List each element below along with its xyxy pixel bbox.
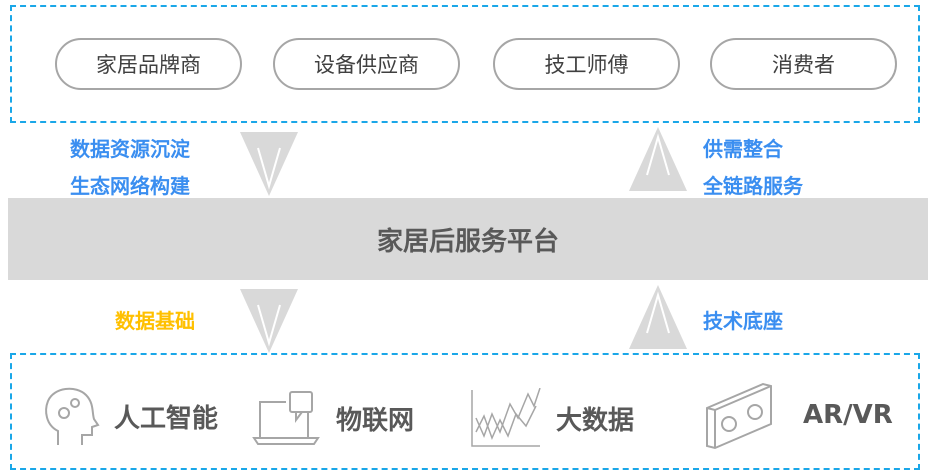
tech-label: AR/VR xyxy=(803,400,893,430)
head-gears-icon xyxy=(45,387,100,445)
stakeholder-pill: 技工师傅 xyxy=(493,38,680,90)
platform-band: 家居后服务平台 xyxy=(8,198,928,280)
label-supply-demand: 供需整合 xyxy=(703,137,783,161)
down-arrow-icon xyxy=(240,132,298,196)
label-data-foundation: 数据基础 xyxy=(115,309,195,333)
tech-label: 物联网 xyxy=(336,405,415,436)
technology-box xyxy=(10,353,920,470)
line-chart-icon xyxy=(471,388,541,447)
label-tech-base: 技术底座 xyxy=(703,309,783,333)
stakeholder-pill: 消费者 xyxy=(710,38,897,90)
tech-ai: 人工智能 xyxy=(42,385,218,447)
down-arrow-icon xyxy=(240,289,298,353)
tech-label: 人工智能 xyxy=(114,403,219,434)
stakeholder-pill: 家居品牌商 xyxy=(55,38,242,90)
label-data-accumulation: 数据资源沉淀 xyxy=(70,137,190,161)
laptop-chat-icon xyxy=(252,391,320,445)
label-ecosystem: 生态网络构建 xyxy=(70,174,190,198)
tech-bigdata: 大数据 xyxy=(470,388,634,448)
stakeholder-pill: 设备供应商 xyxy=(273,38,460,90)
tech-iot: 物联网 xyxy=(252,390,414,446)
tech-label: 大数据 xyxy=(556,405,635,436)
tech-arvr: AR/VR xyxy=(703,380,893,450)
vr-headset-icon xyxy=(706,382,772,450)
platform-title: 家居后服务平台 xyxy=(376,226,559,257)
stakeholder-box xyxy=(10,5,920,123)
up-arrow-icon xyxy=(629,285,687,349)
up-arrow-icon xyxy=(629,127,687,191)
label-full-service: 全链路服务 xyxy=(703,174,803,198)
